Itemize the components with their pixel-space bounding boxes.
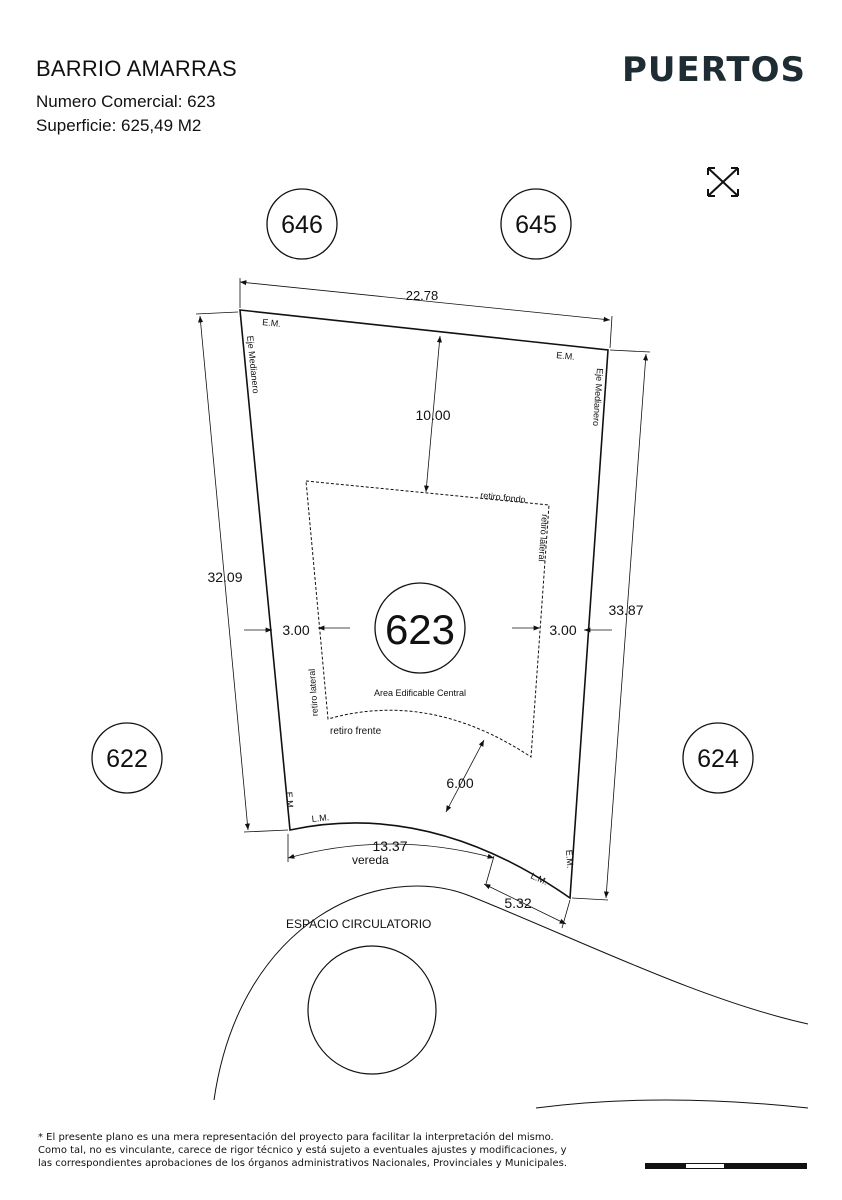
em-label: E.M.	[556, 350, 575, 362]
dimension-front-short	[483, 883, 571, 929]
circulatory-space-label: ESPACIO CIRCULATORIO	[286, 917, 431, 931]
neighbor-lot-622: 622	[91, 722, 163, 794]
commercial-number: Numero Comercial: 623	[36, 92, 216, 111]
disclaimer-line: Como tal, no es vinculante, carece de ri…	[38, 1145, 567, 1156]
surface-area: Superficie: 625,49 M2	[36, 116, 202, 135]
dimension-right	[571, 349, 651, 901]
retiro-frente-label: retiro frente	[330, 726, 382, 737]
front-short-label: 5.32	[504, 895, 531, 911]
retiro-lateral-label: retiro lateral	[307, 668, 320, 716]
vereda-label: vereda	[352, 853, 389, 867]
compass-icon	[707, 167, 739, 197]
main-lot-623: 623	[374, 582, 466, 674]
dimension-left	[195, 311, 289, 833]
left-setback-label: 3.00	[282, 622, 309, 638]
retiro-fondo-label: retiro fondo	[480, 490, 526, 505]
em-label: E.M.	[284, 791, 295, 810]
em-label: E.M.	[564, 849, 575, 868]
road-curve-outer	[213, 885, 809, 1101]
dimension-rear-setback	[424, 335, 442, 493]
disclaimer-line: las correspondientes aprobaciones de los…	[38, 1158, 567, 1169]
main-lot-number: 623	[385, 606, 455, 653]
scale-bar	[645, 1163, 807, 1169]
dimension-left-setback	[244, 625, 350, 633]
neighbor-lot-number: 622	[106, 745, 148, 773]
neighborhood-title: BARRIO AMARRAS	[36, 56, 237, 81]
dimension-left-label: 32.09	[207, 569, 242, 585]
front-arc-label: 13.37	[372, 838, 407, 854]
roundabout-island	[307, 945, 437, 1075]
road-curve-inner	[535, 1099, 809, 1109]
eje-medianero-label: Eje Medianero	[591, 368, 605, 427]
extension-line	[485, 855, 495, 885]
disclaimer-note: * El presente plano es una mera represen…	[38, 1131, 598, 1170]
neighbor-lot-645: 645	[500, 188, 572, 260]
dimension-top-label: 22.78	[406, 288, 439, 303]
dimension-front-setback	[445, 739, 485, 813]
brand-logo: PUERTOS	[622, 50, 806, 90]
right-setback-label: 3.00	[549, 622, 576, 638]
lm-label: L.M.	[529, 871, 549, 887]
neighbor-lot-624: 624	[682, 722, 754, 794]
em-label: E.M.	[262, 317, 281, 329]
front-setback-label: 6.00	[446, 775, 473, 791]
neighbor-lot-number: 646	[281, 211, 323, 239]
dimension-front-arc	[287, 843, 495, 859]
dimension-right-label: 33.87	[608, 602, 643, 618]
dimension-right-setback	[512, 625, 612, 633]
buildable-area	[305, 480, 550, 758]
rear-setback-label: 10.00	[415, 407, 450, 423]
neighbor-lot-number: 645	[515, 211, 557, 239]
neighbor-lot-number: 624	[697, 745, 739, 773]
neighbor-lot-646: 646	[266, 188, 338, 260]
lm-label: L.M.	[311, 812, 329, 824]
disclaimer-line: * El presente plano es una mera represen…	[38, 1132, 554, 1143]
buildable-area-label: Area Edificable Central	[374, 688, 466, 698]
dimension-top	[239, 278, 613, 349]
header-info: BARRIO AMARRAS Numero Comercial: 623 Sup…	[36, 56, 237, 140]
retiro-lateral-label: retiro lateral	[537, 514, 550, 562]
